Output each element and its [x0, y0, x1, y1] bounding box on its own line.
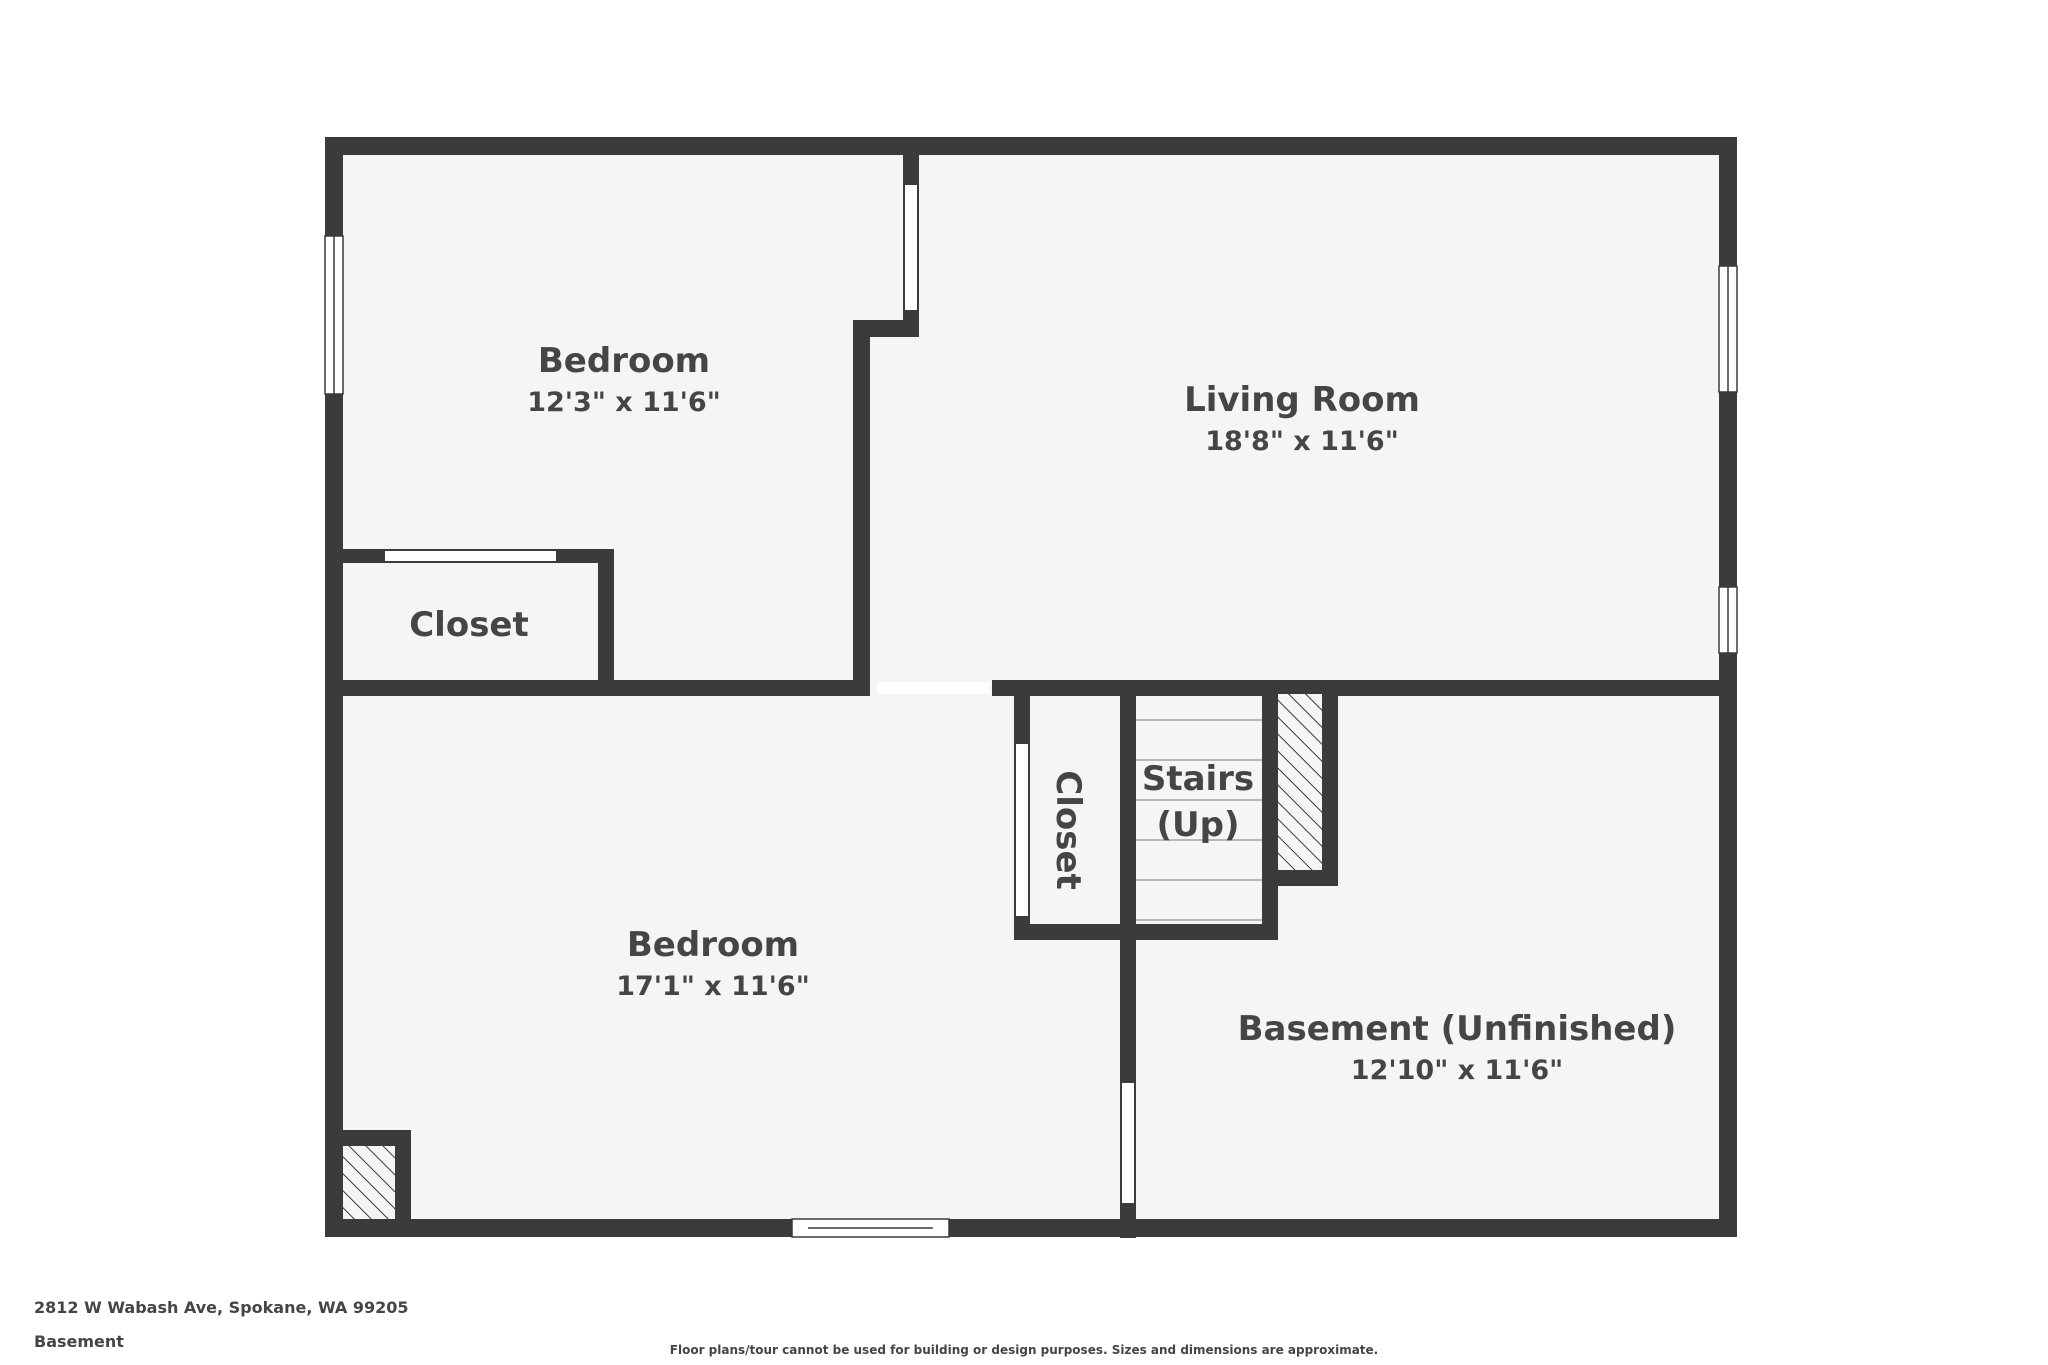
room-name: Bedroom — [538, 341, 710, 381]
room-dimensions: 12'10" x 11'6" — [1351, 1055, 1563, 1086]
room-dimensions: 17'1" x 11'6" — [616, 971, 810, 1002]
room-name: Living Room — [1184, 380, 1420, 420]
room-bedroom-bottom: Bedroom 17'1" x 11'6" — [616, 925, 810, 1002]
floor-level: Basement — [34, 1332, 124, 1351]
stairs-direction: (Up) — [1156, 805, 1239, 845]
room-closet-mid: Closet — [1048, 770, 1088, 890]
room-name: Bedroom — [627, 925, 799, 965]
column-hatch — [343, 1146, 395, 1219]
opening-basement — [1122, 1083, 1134, 1203]
room-name: Basement (Unfinished) — [1238, 1009, 1677, 1049]
property-address: 2812 W Wabash Ave, Spokane, WA 99205 — [34, 1298, 409, 1317]
stairs-label: Stairs — [1142, 759, 1254, 799]
room-name: Closet — [409, 605, 529, 645]
opening-mid-wall — [877, 682, 990, 694]
room-dimensions: 12'3" x 11'6" — [527, 387, 721, 418]
disclaimer: Floor plans/tour cannot be used for buil… — [669, 1343, 1379, 1357]
stair-treads — [1136, 719, 1262, 921]
windows — [324, 235, 1738, 1238]
room-stairs: Stairs (Up) — [1142, 759, 1254, 845]
opening-top-closet — [385, 551, 556, 561]
room-closet-top: Closet — [409, 605, 529, 645]
chimney-hatch — [1278, 694, 1322, 870]
room-living-room: Living Room 18'8" x 11'6" — [1184, 380, 1420, 457]
opening-mid-closet — [1016, 744, 1028, 916]
opening-top-partition — [905, 185, 917, 310]
room-basement: Basement (Unfinished) 12'10" x 11'6" — [1238, 1009, 1677, 1086]
openings — [385, 185, 1134, 1203]
room-bedroom-top: Bedroom 12'3" x 11'6" — [527, 341, 721, 418]
room-dimensions: 18'8" x 11'6" — [1205, 426, 1399, 457]
room-name: Closet — [1048, 770, 1088, 890]
